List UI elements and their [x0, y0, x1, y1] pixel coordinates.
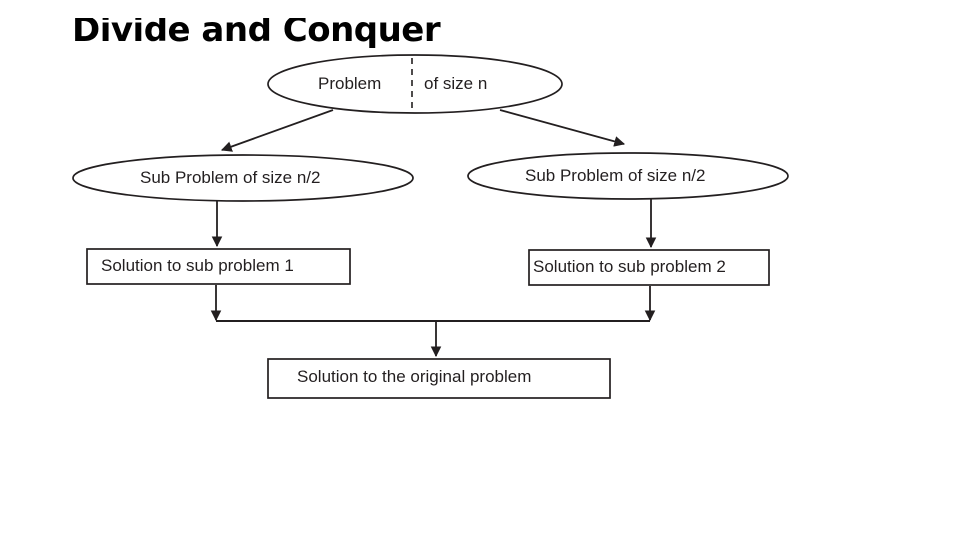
- root-ellipse-label-left: Problem: [318, 74, 382, 93]
- edge-root-to-sub-right: [499, 109, 626, 147]
- sub-left-ellipse: [72, 154, 414, 202]
- page-title-text: Divide and Conquer: [72, 18, 441, 48]
- root-ellipse: [267, 54, 563, 114]
- root-ellipse-label-right: of size n: [424, 74, 488, 93]
- solution-left-box-label: Solution to sub problem 1: [101, 256, 294, 275]
- solution-right-box-label: Solution to sub problem 2: [533, 257, 726, 276]
- sub-right-ellipse: [467, 152, 789, 200]
- sub-right-ellipse-label: Sub Problem of size n/2: [525, 166, 706, 185]
- solution-right-box: [528, 249, 770, 286]
- page-title: Divide and Conquer: [72, 18, 492, 48]
- sub-left-ellipse-label: Sub Problem of size n/2: [140, 168, 321, 187]
- final-box-label: Solution to the original problem: [297, 367, 532, 386]
- final-box: [267, 358, 611, 399]
- solution-left-box: [86, 248, 351, 285]
- edge-root-to-sub-left: [220, 109, 334, 152]
